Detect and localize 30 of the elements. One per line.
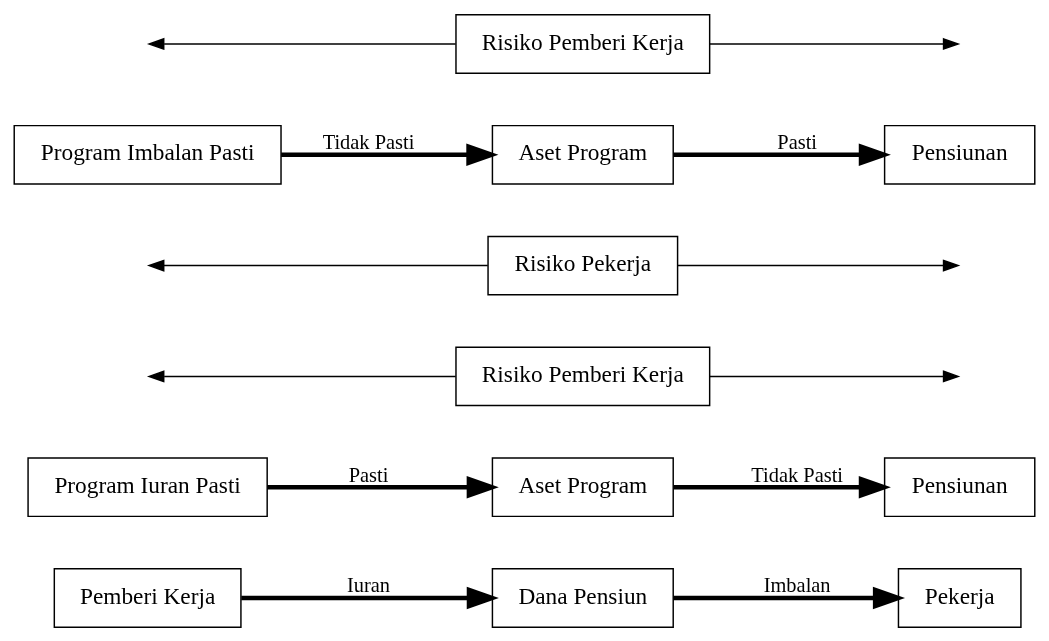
arrow xyxy=(709,37,961,50)
arrow xyxy=(673,586,905,609)
arrow xyxy=(676,258,961,272)
arrow xyxy=(241,586,499,609)
arrow xyxy=(146,258,489,272)
node-box: Pensiunan xyxy=(883,456,1036,517)
node-box: Risiko Pemberi Kerja xyxy=(455,13,711,74)
node-box: Pemberi Kerja xyxy=(53,567,242,628)
edge-label: Pasti xyxy=(777,130,817,153)
node-box: Risiko Pekerja xyxy=(487,235,679,295)
edge-label: Tidak Pasti xyxy=(751,463,843,486)
node-box: Dana Pensiun xyxy=(491,567,674,628)
node-box: Pensiunan xyxy=(883,124,1036,185)
arrow xyxy=(146,37,457,50)
arrow xyxy=(281,143,499,166)
arrow xyxy=(146,369,457,383)
edge-label: Pasti xyxy=(348,463,389,486)
edge-label: Iuran xyxy=(346,573,391,596)
node-box: Program Imbalan Pasti xyxy=(13,124,282,185)
node-box: Risiko Pemberi Kerja xyxy=(455,346,711,406)
arrow xyxy=(709,369,961,383)
node-box: Aset Program xyxy=(491,456,674,517)
node-box: Program Iuran Pasti xyxy=(27,456,268,517)
arrow xyxy=(267,475,499,498)
edge-label: Imbalan xyxy=(763,573,831,596)
node-box: Aset Program xyxy=(491,124,674,185)
arrow xyxy=(673,475,891,498)
node-box: Pekerja xyxy=(897,567,1022,628)
arrow xyxy=(673,143,891,166)
edge-label: Tidak Pasti xyxy=(322,130,415,153)
